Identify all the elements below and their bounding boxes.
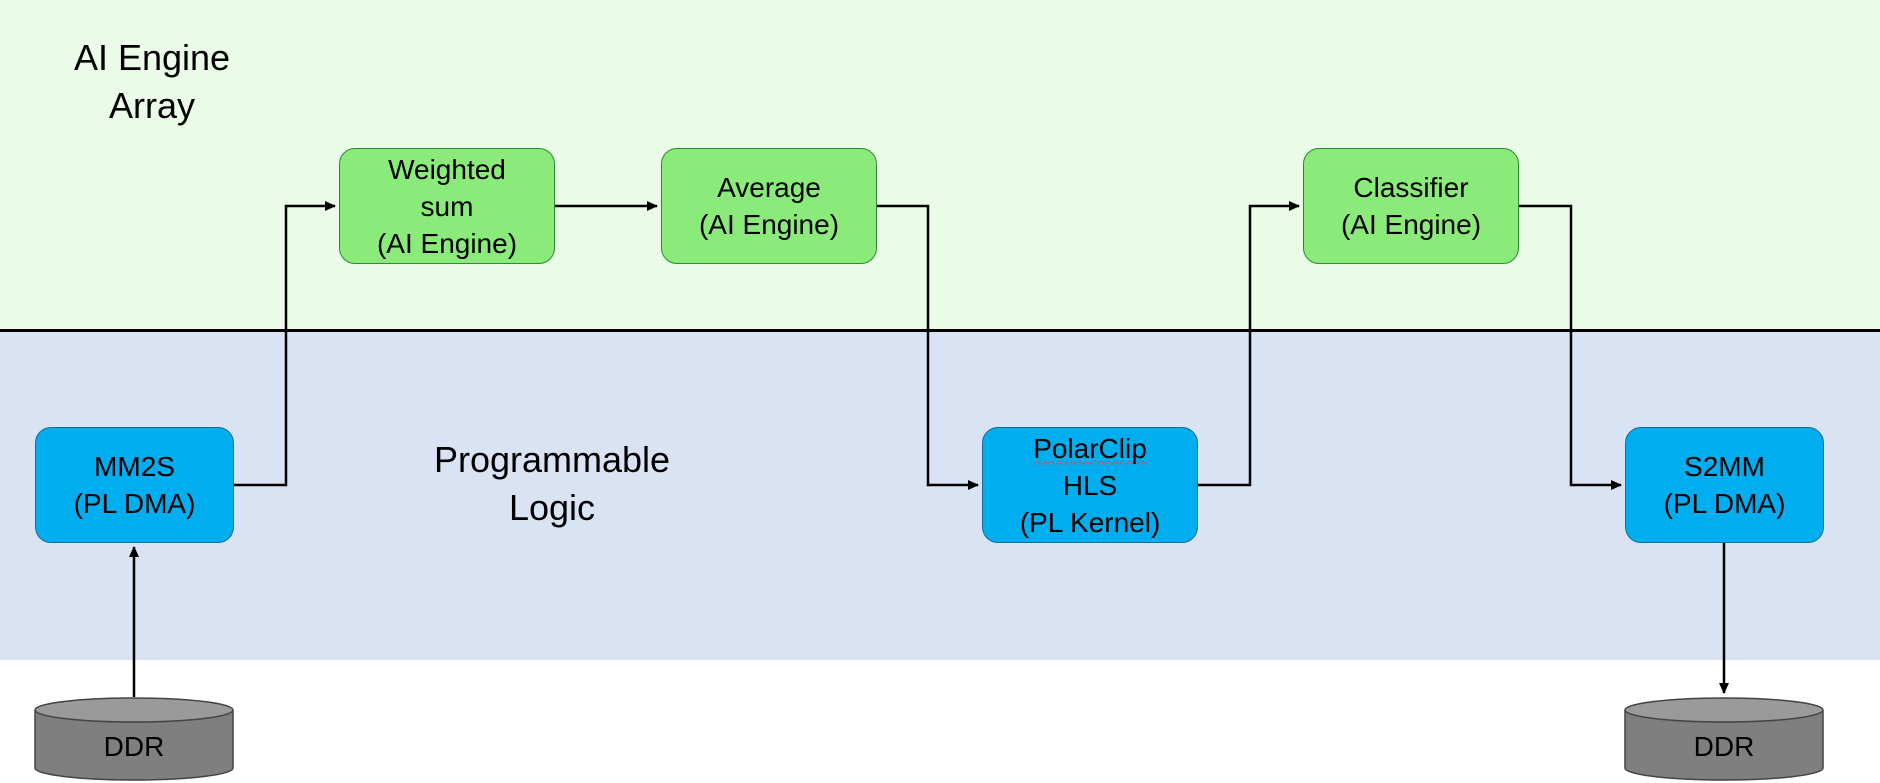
node-text: MM2S bbox=[94, 451, 175, 482]
weighted-sum-node: Weighted sum (AI Engine) bbox=[339, 148, 555, 264]
region-divider bbox=[0, 329, 1880, 332]
node-text: S2MM bbox=[1684, 451, 1765, 482]
node-text: HLS bbox=[1062, 469, 1118, 501]
node-text: sum bbox=[420, 190, 474, 222]
average-node: Average (AI Engine) bbox=[661, 148, 877, 264]
node-text: Average bbox=[717, 172, 821, 203]
programmable-logic-region bbox=[0, 330, 1880, 660]
s2mm-node: S2MM (PL DMA) bbox=[1625, 427, 1824, 543]
classifier-node: Classifier (AI Engine) bbox=[1303, 148, 1519, 264]
wire-polarclip-to-classifier bbox=[1198, 201, 1300, 487]
node-text: PolarClip bbox=[1033, 432, 1147, 464]
node-text: (AI Engine) bbox=[698, 209, 840, 240]
ddr-input-label: DDR bbox=[104, 731, 165, 762]
ddr-output-label: DDR bbox=[1694, 731, 1755, 762]
node-text: (AI Engine) bbox=[1340, 209, 1482, 240]
node-text: Classifier bbox=[1353, 172, 1469, 203]
wire-mm2s-to-weighted-sum bbox=[234, 201, 336, 487]
node-text: (PL DMA) bbox=[73, 488, 196, 519]
node-text: (PL Kernel) bbox=[1019, 506, 1161, 538]
ddr-output-cylinder: DDR bbox=[1624, 697, 1824, 781]
mm2s-node: MM2S (PL DMA) bbox=[35, 427, 234, 543]
ai-engine-array-region bbox=[0, 0, 1880, 330]
ai-engine-array-label: AI Engine Array bbox=[73, 37, 231, 126]
node-text: (PL DMA) bbox=[1663, 488, 1786, 519]
ddr-input-cylinder: DDR bbox=[34, 697, 234, 781]
programmable-logic-label: Programmable Logic bbox=[433, 439, 671, 528]
node-text: Weighted bbox=[388, 153, 506, 185]
wire-average-to-polarclip bbox=[877, 204, 979, 490]
polarclip-node: PolarClip HLS (PL Kernel) bbox=[982, 427, 1198, 543]
wire-classifier-to-s2mm bbox=[1519, 204, 1622, 490]
node-text: (AI Engine) bbox=[376, 227, 518, 259]
